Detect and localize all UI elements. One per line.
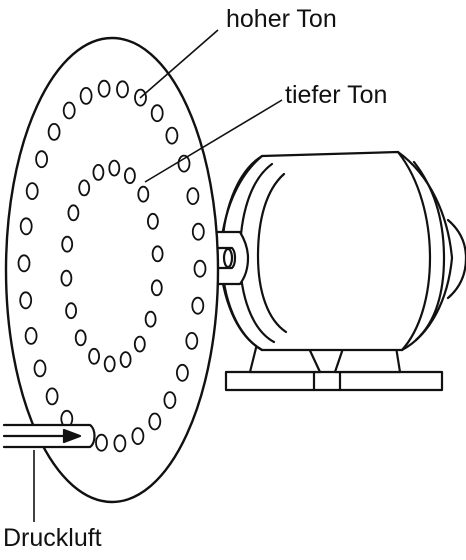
disc-hole [45,387,59,406]
disc-hole [131,427,145,446]
disc-hole [61,235,74,253]
disc-hole [92,163,105,181]
leader-high-tone [139,29,219,99]
disc-hole [119,351,132,369]
disc-hole [33,359,47,378]
disc-hole [146,212,159,230]
disc-hole [60,269,73,287]
disc-hole [193,259,207,278]
motor-base-plate [224,370,444,392]
disc-hole [78,179,91,197]
leader-low-tone [144,99,283,183]
disc-hole [123,167,136,185]
motor-front-ring-2 [256,172,288,334]
disc-hole [65,302,77,320]
label-compressed-air: Druckluft [3,524,102,552]
disc-hole [24,326,38,345]
disc-hole [113,434,127,453]
disc-hole [148,412,162,431]
disc-hole [79,87,93,105]
disc-hole [17,254,31,273]
air-nozzle [2,423,96,449]
disc-hole [137,185,150,203]
label-high-tone: hoher Ton [226,5,337,33]
label-low-tone: tiefer Ton [285,81,388,109]
disc-hole [19,217,33,236]
motor-rear-band-2 [412,160,446,342]
motor-rear-band-1 [396,150,432,352]
airflow-arrow-head [62,428,82,444]
disc-hole [19,291,33,310]
disc-hole [74,329,87,347]
disc-hole [150,104,164,123]
disc-hole [88,347,100,365]
disc-hole [165,126,179,145]
disc-hole [144,310,157,328]
leader-lines [33,29,283,522]
disc-hole [67,204,80,222]
disc-hole [186,187,200,206]
disc-hole [95,433,108,452]
disc-hole [25,182,39,201]
disc-hole [151,245,164,263]
disc-hole [62,101,76,120]
disc-hole [35,150,48,169]
disc-hole [163,391,177,410]
disc-hole [108,159,121,177]
siren-disc [4,36,220,504]
disc-hole [175,363,189,382]
disc-hole [47,122,61,141]
disc-hole [103,355,116,373]
disc-hole [97,79,111,98]
disc-hole [150,279,163,297]
inner-hole-ring [60,159,164,373]
disc-hole [191,222,205,241]
disc-hole [116,80,129,99]
disc-hole [185,331,199,350]
disc-hole [133,335,146,353]
disc-hole [191,296,205,315]
motor-rear-cap [446,218,466,300]
electric-motor [208,150,466,392]
